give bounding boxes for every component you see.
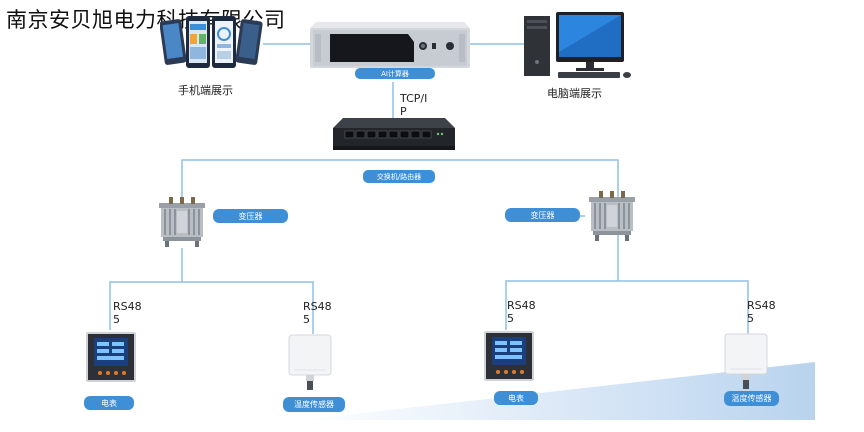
temperature-sensor-icon	[288, 334, 332, 390]
transformer-right-label: 变压器	[505, 208, 580, 222]
sensor-label-2: 温度传感器	[724, 391, 779, 406]
temperature-sensor-icon	[724, 333, 768, 389]
tcpip-protocol-label: TCP/I P	[400, 92, 428, 118]
transformer-left-icon	[159, 197, 205, 247]
phone-display-icon	[160, 16, 263, 68]
company-name: 南京安贝旭电力科技有限公司	[6, 8, 286, 32]
transformer-left-label: 变压器	[213, 209, 288, 223]
power-meter-icon	[86, 332, 136, 382]
switch-label: 交换机/路由器	[363, 170, 435, 183]
meter-label-2: 电表	[494, 391, 538, 405]
server-label: AI计算器	[355, 68, 435, 79]
power-meter-icon	[484, 331, 534, 381]
rs485-label-4: RS48 5	[747, 299, 776, 325]
phone-caption: 手机端展示	[178, 84, 233, 97]
meter-label-1: 电表	[84, 396, 134, 410]
rs485-label-3: RS48 5	[507, 299, 536, 325]
switch-icon	[333, 118, 455, 150]
transformer-right-icon	[589, 191, 635, 241]
pc-caption: 电脑端展示	[547, 87, 602, 100]
pc-icon	[524, 12, 631, 78]
rs485-label-1: RS48 5	[113, 300, 142, 326]
rs485-label-2: RS48 5	[303, 300, 332, 326]
server-icon	[310, 22, 470, 68]
sensor-label-1: 温度传感器	[283, 397, 345, 412]
